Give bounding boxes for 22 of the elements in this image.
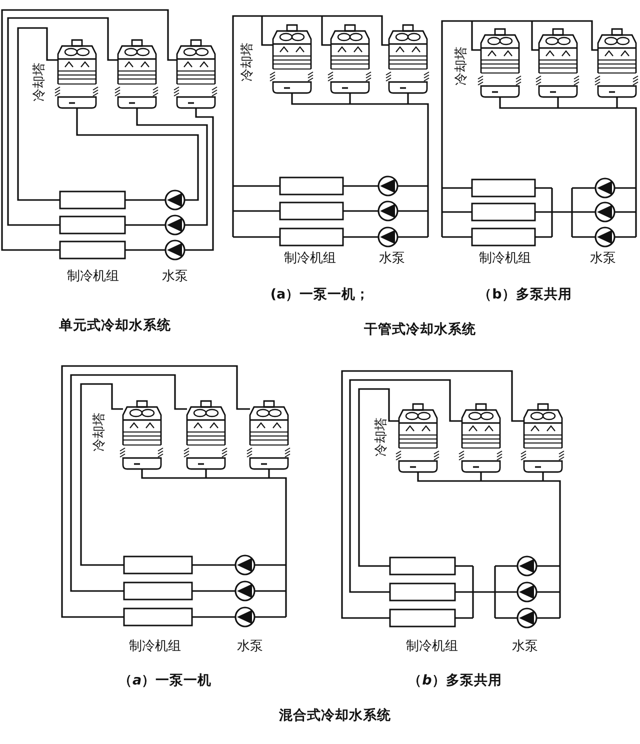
component-label: 制冷机组 bbox=[284, 252, 336, 266]
caption: （b）多泵共用 bbox=[408, 674, 502, 688]
caption: （a）一泵一机 bbox=[118, 674, 212, 688]
vertical-label: 冷却塔 bbox=[92, 412, 108, 452]
component-label: 制冷机组 bbox=[406, 640, 458, 654]
vertical-label: 冷却塔 bbox=[374, 418, 390, 456]
component-label: 制冷机组 bbox=[129, 640, 181, 654]
caption: (a）一泵一机； bbox=[270, 288, 370, 302]
caption: 混合式冷却水系统 bbox=[279, 708, 391, 724]
caption: （b）多泵共用 bbox=[478, 288, 572, 302]
vertical-label: 冷却塔 bbox=[454, 46, 470, 86]
component-label: 制冷机组 bbox=[479, 252, 531, 266]
component-label: 水泵 bbox=[512, 640, 538, 654]
component-label: 水泵 bbox=[237, 640, 263, 654]
caption: 单元式冷却水系统 bbox=[59, 318, 171, 334]
component-label: 水泵 bbox=[162, 270, 188, 284]
component-label: 水泵 bbox=[590, 252, 616, 266]
component-label: 制冷机组 bbox=[67, 270, 119, 284]
component-label: 水泵 bbox=[379, 252, 405, 266]
vertical-label: 冷却塔 bbox=[240, 42, 256, 82]
caption: 干管式冷却水系统 bbox=[364, 322, 476, 338]
vertical-label: 冷却塔 bbox=[32, 62, 48, 102]
